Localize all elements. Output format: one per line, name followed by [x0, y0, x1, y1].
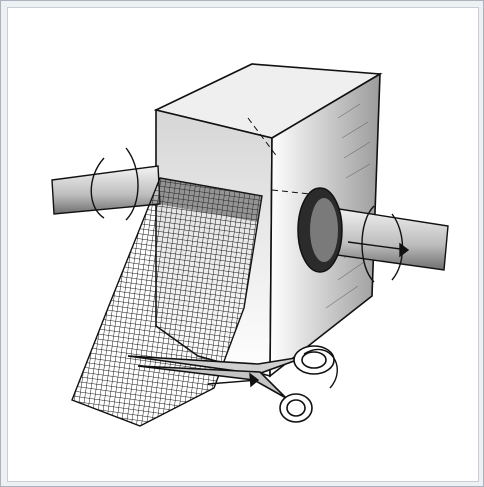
input-rod: [51, 165, 161, 215]
illustration-panel: [7, 7, 479, 482]
direction-arrow-icon: [207, 241, 410, 388]
scissors-icon: [127, 345, 335, 423]
sketch-illustration-icon: [51, 63, 449, 427]
